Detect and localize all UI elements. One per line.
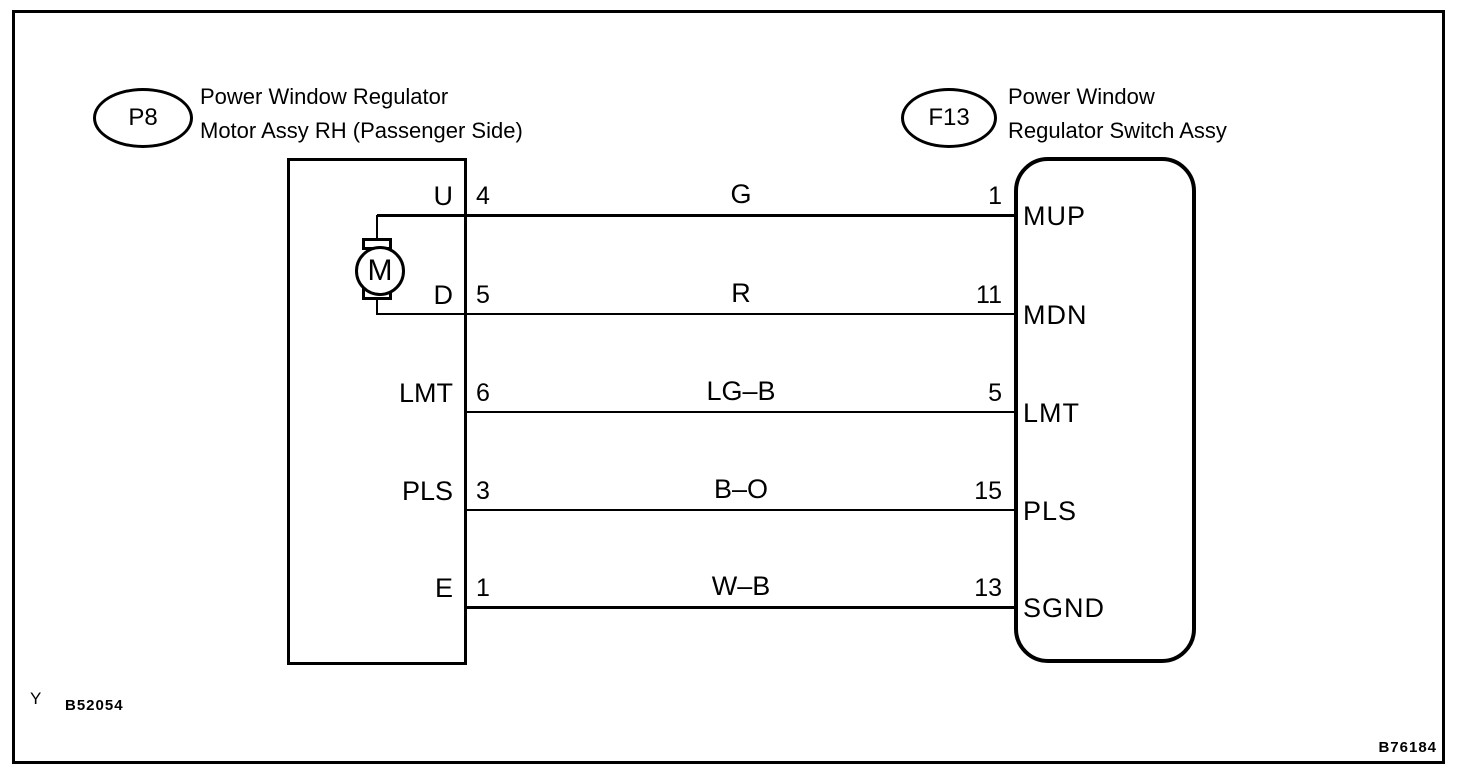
footer-revision-mark: Y [30,689,42,708]
wire-row-4 [464,509,1017,511]
diagram-border-frame [12,10,1445,764]
right-pin-label-row-2: MDN [1023,300,1088,330]
right-connector-title: Power Window Regulator Switch Assy [1008,80,1227,148]
motor-symbol-letter: M [367,254,393,287]
wire-color-label-row-1: G [730,179,752,209]
left-pin-number-row-5: 1 [476,574,490,602]
right-pin-number-row-4: 15 [974,477,1002,505]
wire-color-label-row-2: R [731,278,751,308]
wire-color-label-row-5: W–B [711,571,771,601]
left-pin-label-row-1: U [433,181,454,211]
left-pin-number-row-3: 6 [476,379,490,407]
right-pin-number-row-2: 11 [976,281,1002,309]
wire-color-label-row-3: LG–B [706,376,776,406]
wire-row-1 [377,214,1017,217]
right-pin-number-row-3: 5 [988,379,1002,407]
left-connector-title-line1: Power Window Regulator [200,84,449,109]
left-pin-number-row-4: 3 [476,477,490,505]
right-connector-title-line2: Regulator Switch Assy [1008,118,1227,143]
connector-code-ellipse-f13: F13 [901,88,997,148]
right-pin-label-row-4: PLS [1023,496,1078,526]
switch-connector-box [1014,157,1196,663]
motor-icon: M [355,246,405,296]
connector-code-f13: F13 [928,104,970,131]
left-pin-label-row-2: D [433,280,454,310]
left-connector-title: Power Window Regulator Motor Assy RH (Pa… [200,80,523,148]
left-connector-title-line2: Motor Assy RH (Passenger Side) [200,118,523,143]
right-pin-label-row-5: SGND [1023,593,1106,623]
wire-row-3 [464,411,1017,413]
right-pin-label-row-3: LMT [1023,398,1080,428]
right-connector-title-line1: Power Window [1008,84,1155,109]
footer-figure-code-left: B52054 [65,697,124,714]
wire-row-2 [377,313,1017,315]
wire-color-label-row-4: B–O [713,474,769,504]
left-pin-label-row-3: LMT [399,378,453,408]
left-pin-label-row-4: PLS [401,476,453,506]
right-pin-label-row-1: MUP [1023,201,1086,231]
footer-figure-code-right: B76184 [1378,739,1437,756]
connector-code-ellipse-p8: P8 [93,88,193,148]
wire-row-5 [464,606,1017,609]
left-pin-label-row-5: E [434,573,453,603]
left-pin-number-row-1: 4 [476,182,490,210]
left-pin-number-row-2: 5 [476,281,490,309]
right-pin-number-row-5: 13 [974,574,1002,602]
connector-code-p8: P8 [128,104,158,131]
right-pin-number-row-1: 1 [988,182,1002,210]
